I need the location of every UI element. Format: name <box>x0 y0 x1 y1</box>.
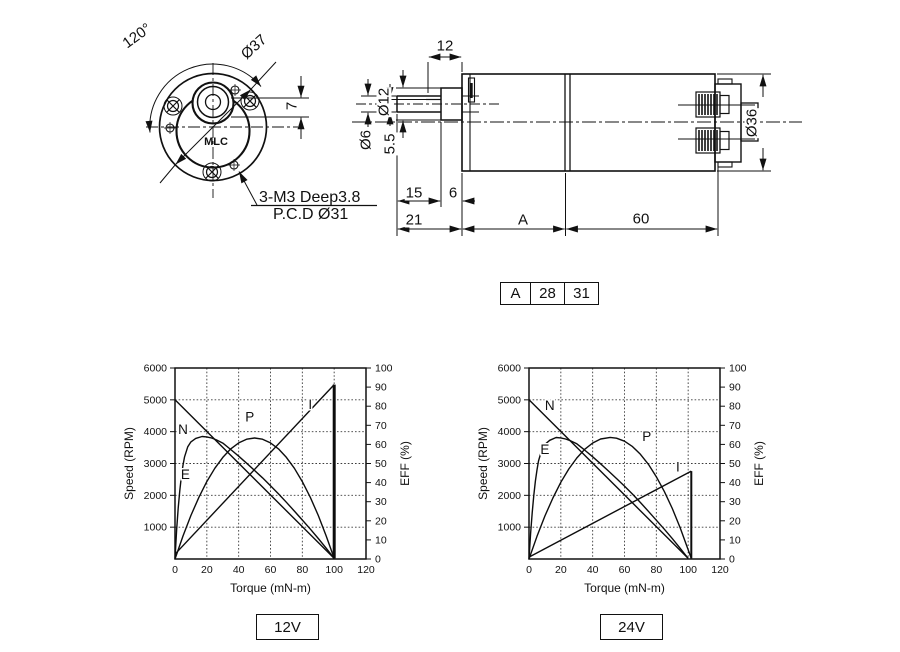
dim-flat-length: 12 <box>435 37 455 55</box>
svg-text:40: 40 <box>729 477 741 489</box>
table-cell-28: 28 <box>530 283 564 304</box>
svg-text:N: N <box>545 398 555 413</box>
side-view-drawing <box>352 53 802 236</box>
dim-boss-length: 6 <box>447 184 459 202</box>
svg-text:5000: 5000 <box>144 394 168 406</box>
voltage-label-24v: 24V <box>600 614 663 640</box>
dim-shaft-exposed: 15 <box>404 184 424 202</box>
svg-text:100: 100 <box>679 564 697 576</box>
svg-text:40: 40 <box>587 564 599 576</box>
dim-front-section: 21 <box>404 211 424 229</box>
dim-gearbox-length: A <box>516 211 530 229</box>
svg-text:4000: 4000 <box>144 426 168 438</box>
svg-text:N: N <box>178 422 188 437</box>
svg-text:50: 50 <box>375 458 387 470</box>
svg-text:70: 70 <box>729 420 741 432</box>
svg-text:90: 90 <box>375 382 387 394</box>
svg-text:80: 80 <box>650 564 662 576</box>
svg-text:P: P <box>642 429 651 444</box>
svg-text:20: 20 <box>729 515 741 527</box>
svg-text:50: 50 <box>729 458 741 470</box>
svg-text:EFF (%): EFF (%) <box>752 441 766 486</box>
svg-text:I: I <box>308 397 312 412</box>
technical-drawing <box>145 53 802 236</box>
svg-text:EFF (%): EFF (%) <box>398 441 412 486</box>
svg-text:3000: 3000 <box>144 458 168 470</box>
svg-text:40: 40 <box>375 477 387 489</box>
svg-text:40: 40 <box>233 564 245 576</box>
svg-text:100: 100 <box>325 564 343 576</box>
dim-boss-diameter: Ø12 <box>375 86 393 118</box>
table-cell-a: A <box>510 285 521 302</box>
svg-text:E: E <box>181 467 190 482</box>
svg-text:1000: 1000 <box>498 522 522 534</box>
svg-text:70: 70 <box>375 420 387 432</box>
svg-text:20: 20 <box>555 564 567 576</box>
svg-text:3000: 3000 <box>498 458 522 470</box>
svg-text:6000: 6000 <box>498 363 522 375</box>
svg-text:P: P <box>245 410 254 425</box>
dim-flat-width: 5.5 <box>381 132 399 156</box>
svg-text:20: 20 <box>375 515 387 527</box>
chart-24v-plot: 1000200030004000500060000102030405060708… <box>476 363 766 596</box>
front-view-drawing <box>145 61 377 207</box>
svg-text:120: 120 <box>711 564 729 576</box>
dim-body-diameter: Ø36 <box>743 107 761 139</box>
svg-text:Speed (RPM): Speed (RPM) <box>122 427 136 500</box>
svg-text:100: 100 <box>375 363 393 375</box>
svg-text:2000: 2000 <box>144 490 168 502</box>
mounting-note-line2: P.C.D Ø31 <box>273 206 349 223</box>
mounting-note-line1: 3-M3 Deep3.8 <box>259 189 361 206</box>
svg-text:80: 80 <box>296 564 308 576</box>
svg-text:120: 120 <box>357 564 375 576</box>
svg-text:30: 30 <box>375 496 387 508</box>
gearbox-length-table: A 28 31 <box>500 282 599 305</box>
svg-text:60: 60 <box>375 439 387 451</box>
chart-12v-plot: 1000200030004000500060000102030405060708… <box>122 363 412 596</box>
svg-text:4000: 4000 <box>498 426 522 438</box>
svg-text:5000: 5000 <box>498 394 522 406</box>
svg-text:80: 80 <box>729 401 741 413</box>
svg-text:0: 0 <box>375 554 381 566</box>
svg-text:10: 10 <box>375 534 387 546</box>
svg-text:I: I <box>676 459 680 474</box>
front-shaft-offset-dim: 7 <box>283 100 301 112</box>
voltage-label-12v: 12V <box>256 614 319 640</box>
svg-text:10: 10 <box>729 534 741 546</box>
dim-motor-length: 60 <box>631 210 651 228</box>
svg-text:2000: 2000 <box>498 490 522 502</box>
svg-text:90: 90 <box>729 382 741 394</box>
svg-text:1000: 1000 <box>144 522 168 534</box>
svg-text:6000: 6000 <box>144 363 168 375</box>
svg-text:E: E <box>540 442 549 457</box>
svg-text:0: 0 <box>729 554 735 566</box>
svg-text:Speed (RPM): Speed (RPM) <box>476 427 490 500</box>
table-cell-31: 31 <box>564 283 598 304</box>
svg-text:60: 60 <box>265 564 277 576</box>
dim-shaft-diameter: Ø6 <box>357 128 375 152</box>
svg-text:60: 60 <box>619 564 631 576</box>
svg-text:Torque (mN-m): Torque (mN-m) <box>584 581 665 595</box>
svg-text:Torque (mN-m): Torque (mN-m) <box>230 581 311 595</box>
svg-text:30: 30 <box>729 496 741 508</box>
svg-text:80: 80 <box>375 401 387 413</box>
brand-logo: MLC <box>204 136 228 148</box>
svg-text:20: 20 <box>201 564 213 576</box>
svg-text:0: 0 <box>172 564 178 576</box>
svg-text:0: 0 <box>526 564 532 576</box>
svg-text:100: 100 <box>729 363 747 375</box>
svg-text:60: 60 <box>729 439 741 451</box>
